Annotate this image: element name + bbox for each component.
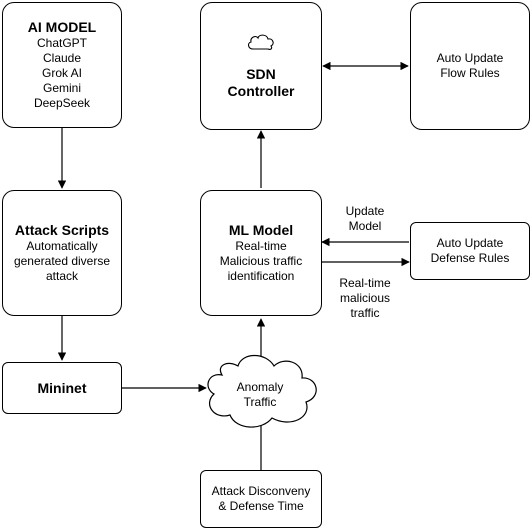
update-model-label: Update Model (335, 204, 395, 234)
attack-scripts-line: Automatically (26, 239, 98, 253)
ai-model-item: Gemini (42, 81, 81, 95)
flow-rules-box: Auto Update Flow Rules (410, 2, 530, 130)
anomaly-line: Traffic (243, 395, 277, 409)
anomaly-cloud (207, 354, 317, 428)
ml-model-title: ML Model (228, 222, 294, 238)
ml-model-box: ML Model Real-time Malicious traffic ide… (200, 190, 322, 316)
ai-model-item: DeepSeek (33, 96, 91, 110)
attack-scripts-box: Attack Scripts Automatically generated d… (2, 190, 122, 316)
sdn-line: SDN (246, 65, 276, 82)
ml-model-line: Malicious traffic (219, 254, 303, 268)
attack-discovery-line: & Defense Time (218, 499, 304, 513)
flow-rules-line: Flow Rules (440, 66, 500, 80)
realtime-malicious-line: malicious (339, 291, 390, 305)
ai-model-item: Claude (42, 51, 82, 65)
attack-discovery-line: Attack Disconveny (211, 484, 311, 498)
attack-scripts-title: Attack Scripts (14, 222, 110, 238)
realtime-malicious-line: traffic (350, 306, 380, 320)
mininet-title: Mininet (37, 379, 87, 396)
attack-discovery-box: Attack Disconveny & Defense Time (200, 470, 322, 528)
defense-rules-box: Auto Update Defense Rules (410, 222, 530, 280)
defense-rules-line: Defense Rules (430, 251, 510, 265)
attack-scripts-line: attack (45, 269, 78, 283)
anomaly-line: Anomaly (236, 380, 284, 394)
realtime-malicious-line: Real-time (339, 276, 391, 290)
ai-model-title: AI MODEL (27, 19, 97, 35)
attack-scripts-line: generated diverse (13, 254, 111, 268)
ml-model-line: Real-time (235, 239, 287, 253)
sdn-line: Controller (227, 82, 295, 99)
update-model-line: Model (348, 219, 382, 233)
flow-rules-line: Auto Update (436, 51, 504, 65)
ai-model-box: AI MODEL ChatGPT Claude Grok AI Gemini D… (2, 2, 122, 128)
defense-rules-line: Auto Update (436, 236, 504, 250)
ai-model-item: Grok AI (41, 66, 82, 80)
realtime-malicious-label: Real-time malicious traffic (330, 276, 400, 321)
ml-model-line: identification (227, 269, 295, 283)
mininet-box: Mininet (2, 362, 122, 414)
ai-model-item: ChatGPT (36, 36, 87, 50)
sdn-controller-box: SDN Controller (200, 2, 322, 130)
anomaly-text: Anomaly Traffic (214, 380, 306, 410)
cloud-icon (246, 33, 276, 56)
update-model-line: Update (345, 204, 385, 218)
